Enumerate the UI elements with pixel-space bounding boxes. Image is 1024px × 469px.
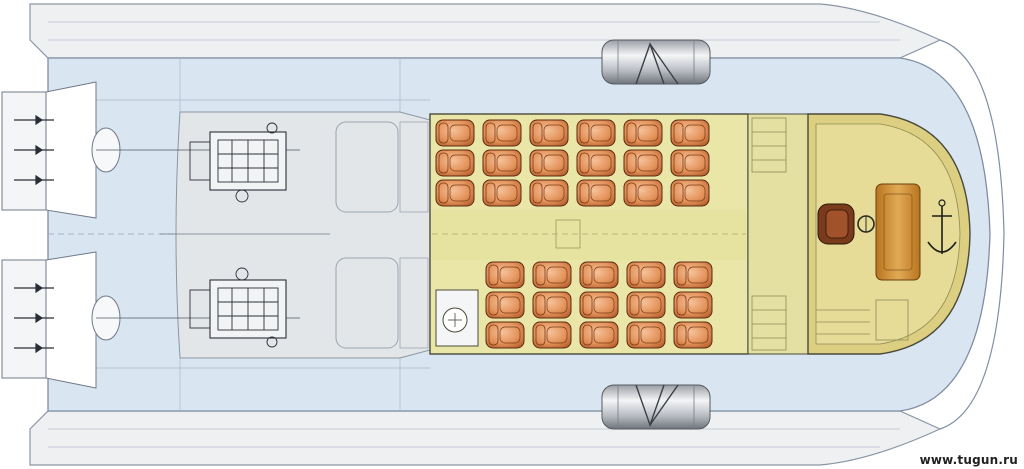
passenger-seat <box>435 179 475 207</box>
passenger-seat <box>579 321 619 349</box>
helm-wheel <box>857 215 875 233</box>
passenger-seat <box>579 291 619 319</box>
engine-top <box>189 122 287 203</box>
anchor-icon <box>927 199 957 254</box>
passenger-seat <box>579 261 619 289</box>
passenger-seat <box>482 179 522 207</box>
fuel-tank-bottom <box>601 384 711 430</box>
passenger-seat <box>482 119 522 147</box>
passenger-seat <box>576 119 616 147</box>
passenger-seat <box>532 321 572 349</box>
passenger-seat <box>670 179 710 207</box>
seat-block-lower <box>485 261 713 349</box>
passenger-seat <box>485 321 525 349</box>
engine-bottom <box>189 267 287 348</box>
passenger-seat <box>435 119 475 147</box>
passenger-seat <box>485 261 525 289</box>
passenger-seat <box>623 149 663 177</box>
passenger-seat <box>670 149 710 177</box>
passenger-seat <box>576 149 616 177</box>
passenger-seat <box>673 291 713 319</box>
waterjet-top <box>1 81 121 219</box>
passenger-seat <box>485 291 525 319</box>
passenger-seat <box>670 119 710 147</box>
passenger-seat <box>529 149 569 177</box>
watermark-text: www.tugun.ru <box>919 453 1018 467</box>
passenger-seat <box>482 149 522 177</box>
passenger-seat <box>623 179 663 207</box>
passenger-seat <box>626 291 666 319</box>
captain-seat <box>817 203 855 245</box>
fuel-tank-top <box>601 39 711 85</box>
passenger-seat <box>626 261 666 289</box>
toilet <box>435 289 479 347</box>
passenger-seat <box>529 179 569 207</box>
hull-top <box>29 3 942 59</box>
passenger-seat <box>623 119 663 147</box>
passenger-seat <box>532 261 572 289</box>
passenger-seat <box>673 321 713 349</box>
waterjet-bottom <box>1 251 121 389</box>
hull-bottom <box>29 410 942 466</box>
passenger-seat <box>576 179 616 207</box>
control-console <box>875 183 921 281</box>
passenger-seat <box>529 119 569 147</box>
entrance-steps <box>747 113 809 355</box>
passenger-seat <box>532 291 572 319</box>
passenger-seat <box>626 321 666 349</box>
passenger-seat <box>435 149 475 177</box>
passenger-seat <box>673 261 713 289</box>
